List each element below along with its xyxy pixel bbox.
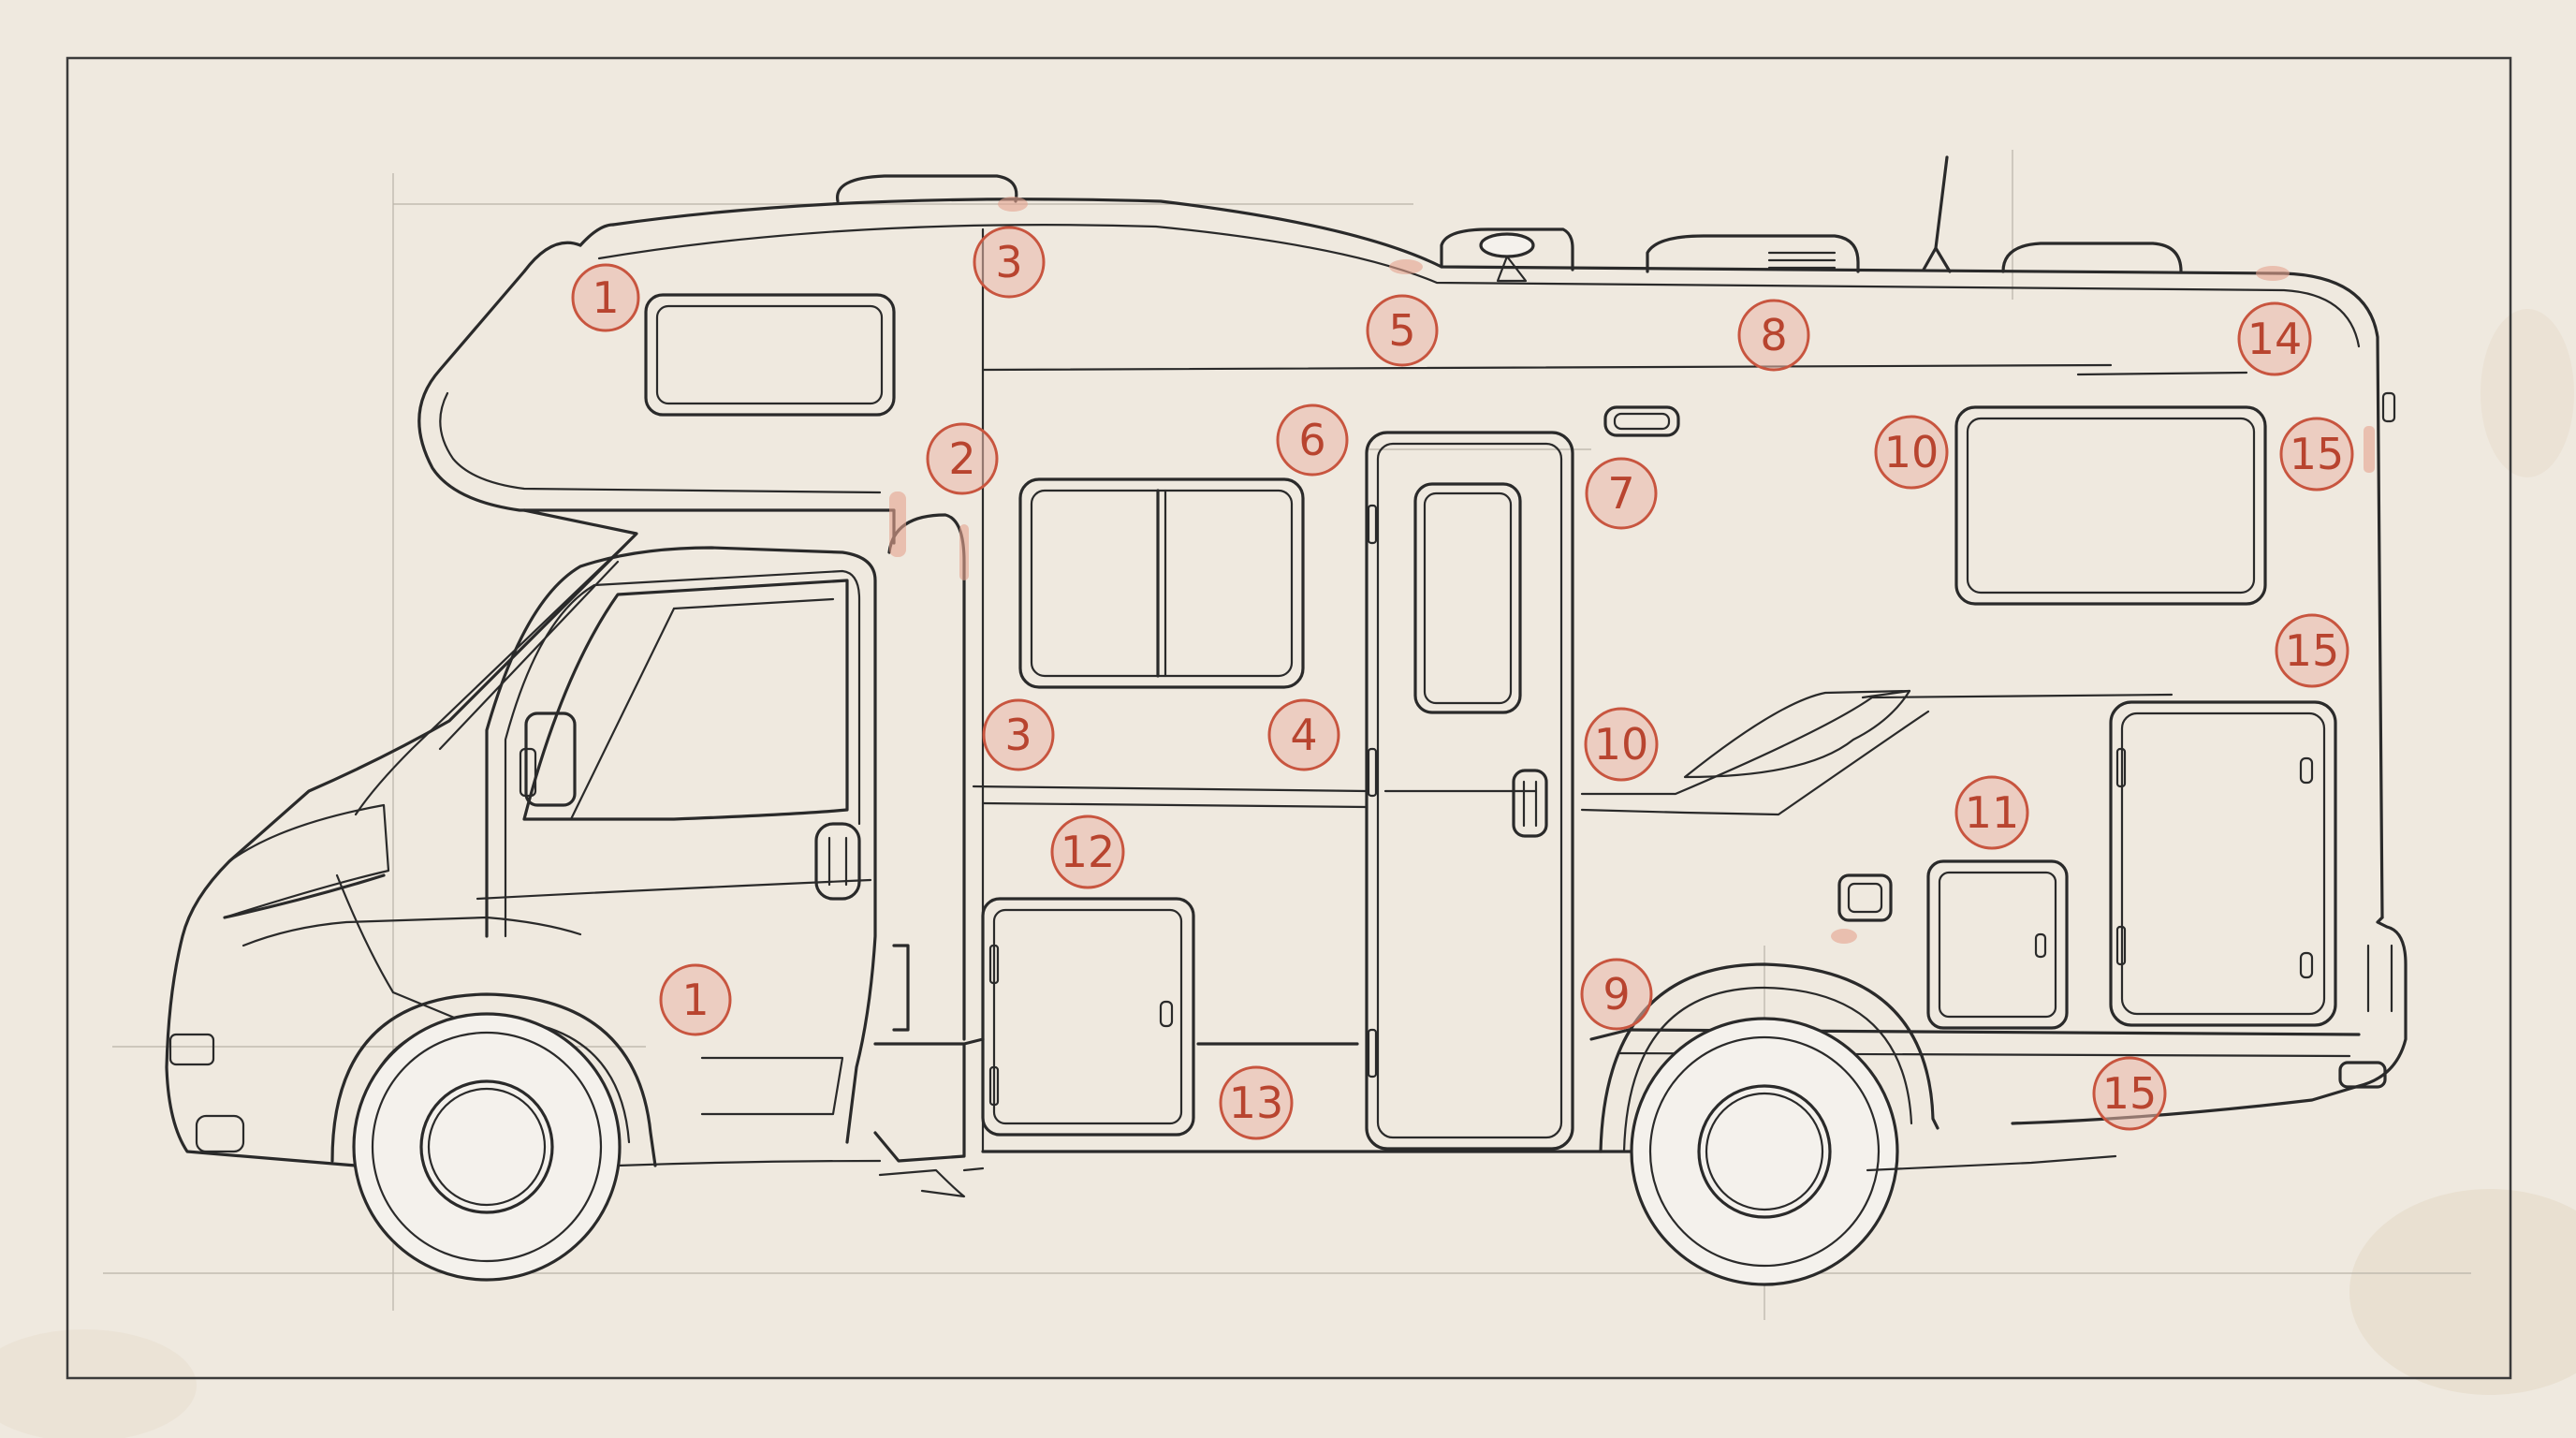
callout-6: 6 — [1276, 404, 1349, 477]
svg-text:14: 14 — [2247, 314, 2303, 364]
drawing-frame — [66, 56, 2512, 1380]
callout-14: 14 — [2237, 301, 2312, 376]
callout-7: 7 — [1585, 457, 1658, 530]
svg-text:9: 9 — [1603, 969, 1630, 1020]
callout-12: 12 — [1050, 814, 1125, 889]
callout-1: 1 — [659, 963, 732, 1036]
paper-texture — [0, 309, 2576, 1438]
svg-text:1: 1 — [592, 272, 619, 323]
marker-smudges — [889, 197, 2375, 944]
svg-text:5: 5 — [1388, 305, 1415, 356]
callout-4: 4 — [1267, 698, 1340, 771]
windows — [644, 293, 2267, 689]
callout-2: 2 — [926, 422, 999, 495]
doors-and-hatches — [981, 431, 2337, 1151]
callout-1: 1 — [571, 263, 640, 332]
svg-text:3: 3 — [1004, 710, 1032, 760]
roof-equipment — [836, 155, 2183, 283]
callout-3: 3 — [982, 698, 1055, 771]
callout-11: 11 — [1954, 775, 2029, 850]
svg-text:3: 3 — [995, 237, 1022, 287]
svg-text:10: 10 — [1594, 719, 1649, 770]
svg-text:1: 1 — [681, 975, 709, 1025]
callout-10: 10 — [1584, 707, 1659, 782]
callout-13: 13 — [1219, 1065, 1294, 1140]
svg-text:11: 11 — [1965, 787, 2020, 838]
svg-text:7: 7 — [1607, 468, 1634, 519]
callout-15: 15 — [2092, 1056, 2167, 1131]
wheels — [330, 962, 2117, 1286]
svg-text:15: 15 — [2290, 429, 2345, 479]
svg-text:12: 12 — [1061, 827, 1116, 877]
callout-markers: 1 3 5 8 14 2 6 7 10 15 15 3 4 10 11 12 1… — [571, 226, 2354, 1140]
callout-10: 10 — [1874, 415, 1949, 490]
svg-text:4: 4 — [1290, 710, 1317, 760]
svg-text:8: 8 — [1760, 310, 1787, 360]
svg-text:10: 10 — [1884, 427, 1939, 477]
callout-5: 5 — [1366, 294, 1439, 367]
callout-9: 9 — [1580, 958, 1653, 1031]
callout-15: 15 — [2279, 417, 2354, 492]
svg-text:13: 13 — [1229, 1078, 1284, 1128]
svg-text:15: 15 — [2285, 625, 2340, 676]
svg-text:15: 15 — [2102, 1068, 2158, 1119]
callout-15: 15 — [2275, 613, 2349, 688]
svg-text:2: 2 — [948, 433, 975, 484]
callout-3: 3 — [973, 226, 1046, 299]
svg-text:6: 6 — [1298, 415, 1325, 465]
callout-8: 8 — [1737, 299, 1810, 372]
